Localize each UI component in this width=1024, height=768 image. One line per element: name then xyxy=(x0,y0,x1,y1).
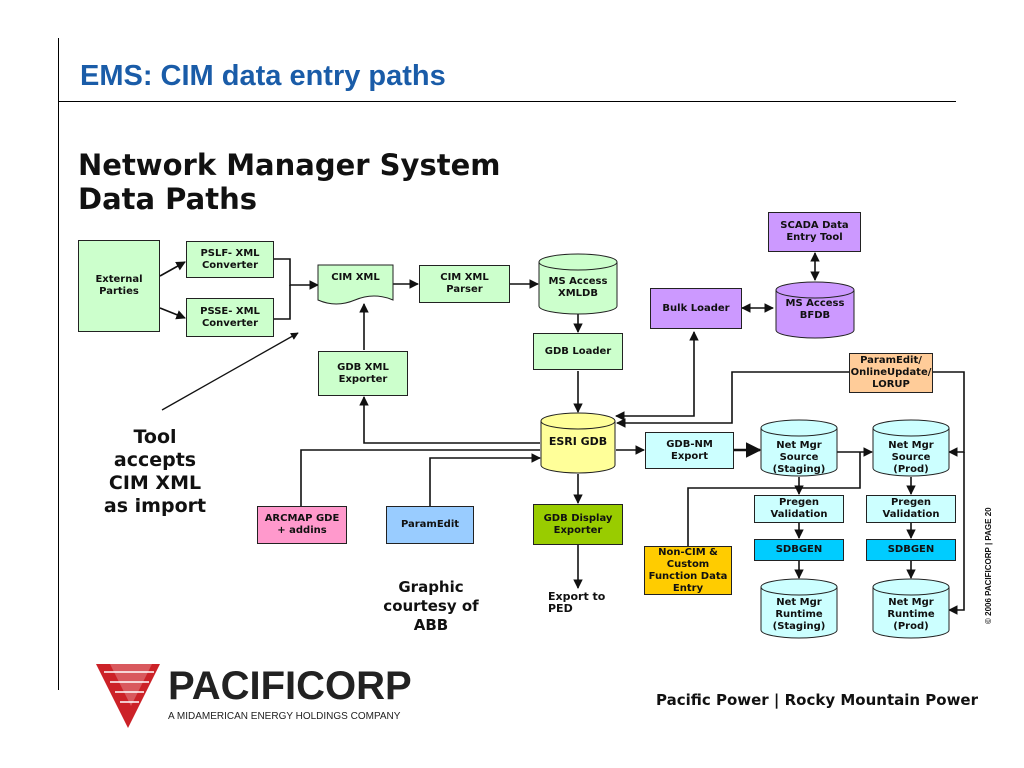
nm-source-staging-label: Net Mgr Source (Staging) xyxy=(772,440,826,475)
external-parties-box: External Parties xyxy=(78,240,160,332)
pacificorp-logo-mark xyxy=(96,664,160,728)
diagram-title: Network Manager System Data Paths xyxy=(78,148,500,216)
pregen-staging-box: Pregen Validation xyxy=(754,495,844,523)
left-rule xyxy=(58,38,59,690)
nm-source-prod-label: Net Mgr Source (Prod) xyxy=(888,440,934,475)
graphic-courtesy-note: Graphic courtesy of ABB xyxy=(383,578,479,634)
arcmap-box: ARCMAP GDE + addins xyxy=(257,506,347,544)
pacificorp-logo-text: PACIFICORP xyxy=(168,664,412,708)
gdb-xml-exporter-box: GDB XML Exporter xyxy=(318,351,408,396)
title-rule xyxy=(58,101,956,102)
ms-access-xmldb-label: MS Access XMLDB xyxy=(548,276,608,299)
diagram-title-line-1: Network Manager System xyxy=(78,148,501,182)
sdbgen-prod-box: SDBGEN xyxy=(866,539,956,561)
slide-title: EMS: CIM data entry paths xyxy=(80,60,446,92)
ms-access-bfdb-label: MS Access BFDB xyxy=(785,298,845,321)
gdb-display-exporter-box: GDB Display Exporter xyxy=(533,504,623,545)
bulk-loader-box: Bulk Loader xyxy=(650,288,742,329)
scada-tool-box: SCADA Data Entry Tool xyxy=(768,212,861,252)
pacificorp-logo-subtitle: A MIDAMERICAN ENERGY HOLDINGS COMPANY xyxy=(168,711,401,722)
sdbgen-staging-box: SDBGEN xyxy=(754,539,844,561)
paramedit-box: ParamEdit xyxy=(386,506,474,544)
gdb-loader-box: GDB Loader xyxy=(533,333,623,370)
cim-xml-parser-box: CIM XML Parser xyxy=(419,265,510,303)
footer-brands: Pacific Power | Rocky Mountain Power xyxy=(656,691,979,709)
esri-gdb-label: ESRI GDB xyxy=(548,435,608,448)
pregen-prod-box: Pregen Validation xyxy=(866,495,956,523)
nm-runtime-prod-label: Net Mgr Runtime (Prod) xyxy=(887,597,935,632)
nm-runtime-staging-label: Net Mgr Runtime (Staging) xyxy=(772,597,826,632)
export-to-ped-label: Export to PED xyxy=(548,590,606,615)
gdb-nm-export-box: GDB-NM Export xyxy=(645,432,734,469)
psse-converter-box: PSSE- XML Converter xyxy=(186,298,274,337)
cim-xml-label: CIM XML xyxy=(331,272,380,283)
paramedit-online-box: ParamEdit/ OnlineUpdate/ LORUP xyxy=(849,353,933,393)
tool-accepts-note: Tool accepts CIM XML as import xyxy=(103,426,207,517)
pslf-converter-box: PSLF- XML Converter xyxy=(186,241,274,278)
diagram-title-line-2: Data Paths xyxy=(78,182,257,216)
non-cim-box: Non-CIM & Custom Function Data Entry xyxy=(644,546,732,595)
copyright-vertical: © 2006 PACIFICORP | PAGE 20 xyxy=(984,507,993,624)
